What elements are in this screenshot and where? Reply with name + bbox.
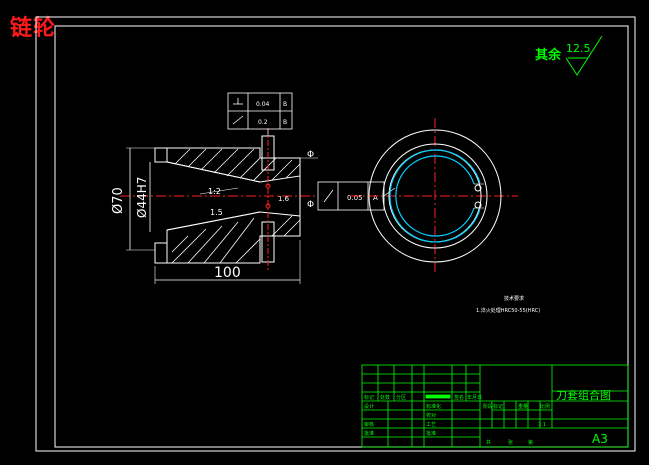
dim-length: 100 xyxy=(214,265,241,281)
tb-zone: 分区 xyxy=(396,394,406,401)
roughness-value: 12.5 xyxy=(566,42,591,55)
tolerance-frame-right: 0.05 A xyxy=(317,181,396,211)
tb-ratio: 比例 xyxy=(540,403,550,410)
notes-title: 技术要求 xyxy=(504,295,524,302)
datum-a: Φ xyxy=(307,150,314,160)
tb-standardize: 标准化 xyxy=(426,403,441,410)
tb-marker: 标记 xyxy=(364,394,374,401)
tb-no: 第 xyxy=(528,439,533,446)
watermark-text: 链轮 xyxy=(10,16,57,41)
roughness-symbol: 其余 12.5 xyxy=(535,35,603,76)
tol-right-ref: A xyxy=(373,194,378,202)
sleeve-dimensions: Ø70 Ø44H7 100 1:2 1.5 1.6 Φ Φ xyxy=(111,147,318,284)
tolerance-frame-upper: 0.04 B 0.2 B xyxy=(227,92,293,136)
tb-sheet: 张 xyxy=(508,439,513,446)
dim-outer-diameter: Ø70 xyxy=(111,187,126,214)
tol-ref-1: B xyxy=(283,101,287,108)
tol-value-2: 0.2 xyxy=(258,119,268,126)
dim-thread: 1.5 xyxy=(210,208,223,217)
end-view xyxy=(350,118,518,272)
datum-b: Φ xyxy=(307,200,314,210)
tol-value-1: 0.04 xyxy=(256,101,270,108)
tb-weight: 重量 xyxy=(518,403,528,410)
notes-line-1: 1.淬火处理HRC50-55(HRC) xyxy=(476,307,540,314)
tb-design: 设计 xyxy=(364,403,374,410)
tb-process: 工艺 xyxy=(426,422,436,428)
tb-review: 审核 xyxy=(364,421,374,428)
dim-bore-diameter: Ø44H7 xyxy=(135,177,149,218)
tol-ref-2: B xyxy=(283,119,287,126)
tb-approve-2: 批准 xyxy=(426,430,436,437)
title-block xyxy=(361,364,629,448)
outer-frame xyxy=(35,16,636,452)
tol-right-value: 0.05 xyxy=(347,194,363,202)
inner-frame xyxy=(54,25,629,448)
tb-approve: 批准 xyxy=(364,430,374,437)
tb-date: 年月日 xyxy=(467,394,482,401)
tb-stage-mark: 阶段标记 xyxy=(483,403,503,410)
tb-total: 共 xyxy=(486,439,491,446)
sleeve-section xyxy=(120,128,318,272)
dim-small-value: 1.6 xyxy=(278,195,290,203)
drawing-name: 刀套组合图 xyxy=(556,388,611,402)
roughness-label: 其余 xyxy=(535,47,562,63)
sheet-size: A3 xyxy=(592,432,608,446)
technical-notes: 技术要求 1.淬火处理HRC50-55(HRC) xyxy=(476,295,540,314)
dim-taper-ratio: 1:2 xyxy=(208,187,221,196)
tb-check: 校对 xyxy=(426,412,436,419)
tb-sign: 签名 xyxy=(454,394,464,401)
tb-count: 处数 xyxy=(380,394,390,401)
title-block-text: 标记 处数 分区 签名 年月日 设计 标准化 校对 审核 工艺 批准 批准 阶段… xyxy=(364,394,550,446)
tb-scale: 1:1 xyxy=(538,422,546,428)
